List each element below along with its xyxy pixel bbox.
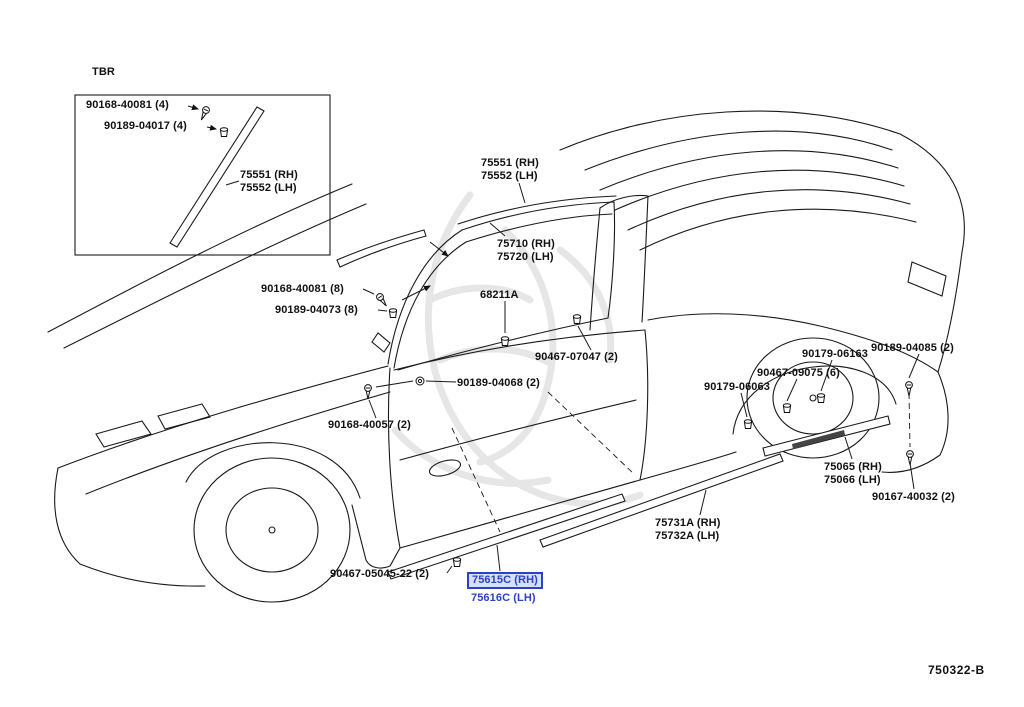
clip-icon (782, 403, 792, 413)
label-90189-04017-4: 90189-04017 (4) (104, 120, 187, 132)
clip-icon (452, 557, 462, 567)
label-90189-04073-8: 90189-04073 (8) (275, 304, 358, 316)
screw-icon (364, 384, 372, 400)
inset-moulding-strip (169, 106, 265, 248)
label-90179-06163: 90179-06163 (802, 348, 868, 360)
door-moulding-75615c (387, 493, 626, 580)
clip-icon (500, 336, 510, 346)
screw-icon (374, 291, 390, 309)
label-75065-75066: 75065 (RH)75066 (LH) (824, 461, 882, 486)
watermark (391, 191, 644, 508)
label-75710-75720: 75710 (RH)75720 (LH) (497, 238, 555, 263)
label-90467-05045-22: 90467-05045-22 (2) (330, 568, 430, 580)
leader-lines (187, 104, 920, 574)
construction-lines (451, 391, 911, 533)
windshield-moulding-75551 (336, 229, 427, 268)
label-90179-06063: 90179-06063 (704, 381, 770, 393)
label-90168-40081-8: 90168-40081 (8) (261, 283, 344, 295)
screw-icon (906, 450, 914, 466)
label-75615c-highlighted[interactable]: 75615C (RH) (467, 572, 543, 589)
label-90168-40081-4: 90168-40081 (4) (86, 99, 169, 111)
clip-icon (816, 393, 826, 403)
label-90189-04068: 90189-04068 (2) (457, 377, 540, 389)
moulding-strips (336, 229, 891, 580)
inset-box (74, 94, 331, 256)
label-75551-75552: 75551 (RH)75552 (LH) (481, 157, 539, 182)
label-75616c: 75616C (LH) (471, 592, 536, 604)
drawing-number: 750322-B (928, 663, 985, 677)
car-line-art (47, 110, 965, 603)
clip-icon (572, 314, 582, 324)
label-68211a: 68211A (480, 289, 519, 301)
label-90167-40032: 90167-40032 (2) (872, 491, 955, 503)
inset-tag: TBR (92, 66, 115, 78)
quarter-moulding-badge (792, 430, 845, 449)
label-90168-40057: 90168-40057 (2) (328, 419, 411, 431)
clip-icon (219, 127, 229, 137)
clip-icon (743, 419, 753, 429)
label-90467-09075: 90467-09075 (6) (757, 367, 840, 379)
screw-icon (197, 104, 212, 122)
label-90467-07047: 90467-07047 (2) (535, 351, 618, 363)
screw-icon (905, 381, 913, 397)
nut-icon (415, 376, 425, 386)
label-75731a-75732a: 75731A (RH)75732A (LH) (655, 517, 721, 542)
rocker-moulding-75731a (539, 453, 784, 548)
label-90189-04085: 90189-04085 (2) (871, 342, 954, 354)
label-75551-75552-inset: 75551 (RH)75552 (LH) (240, 169, 298, 194)
clip-icon (388, 308, 398, 318)
inset-detail (74, 94, 331, 256)
